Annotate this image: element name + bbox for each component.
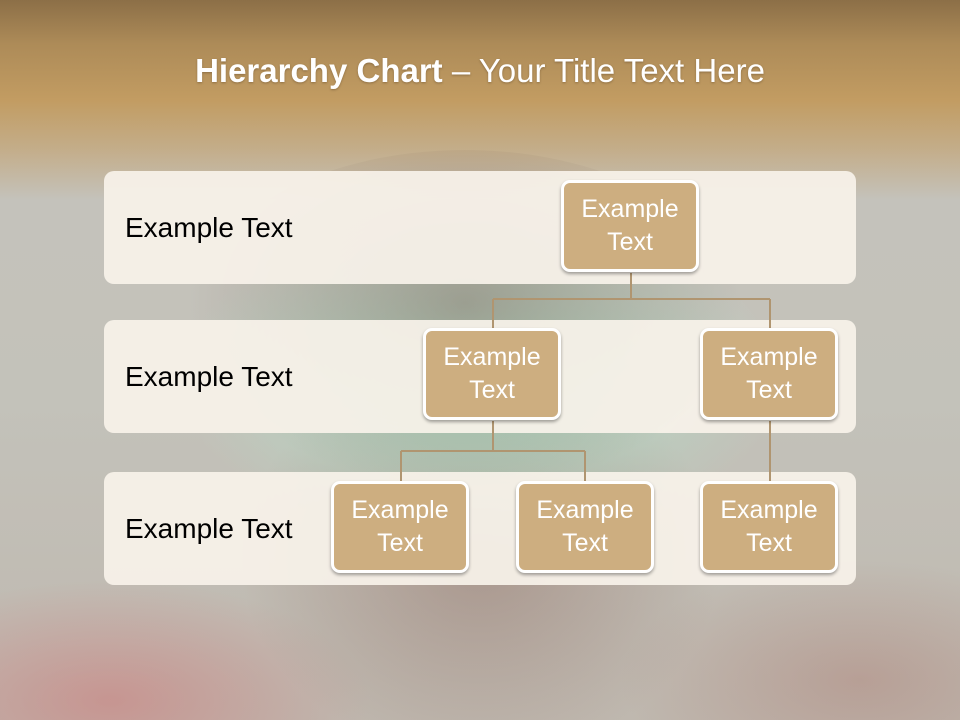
connector-left-to-level3 (400, 421, 586, 483)
node-level3-c[interactable]: Example Text (700, 481, 838, 573)
connector-root-to-level2 (492, 273, 771, 330)
level-label-3: Example Text (125, 512, 293, 544)
node-level2-right[interactable]: Example Text (700, 328, 838, 420)
level-band-1: Example Text (104, 171, 856, 284)
slide-title: Hierarchy Chart – Your Title Text Here (0, 52, 960, 90)
title-bold: Hierarchy Chart (195, 52, 443, 89)
level-label-2: Example Text (125, 360, 293, 392)
node-level3-b[interactable]: Example Text (516, 481, 654, 573)
title-band (0, 0, 960, 200)
node-level2-left[interactable]: Example Text (423, 328, 561, 420)
node-level3-a[interactable]: Example Text (331, 481, 469, 573)
node-root[interactable]: Example Text (561, 180, 699, 272)
title-rest: – Your Title Text Here (442, 52, 765, 89)
level-label-1: Example Text (125, 211, 293, 243)
